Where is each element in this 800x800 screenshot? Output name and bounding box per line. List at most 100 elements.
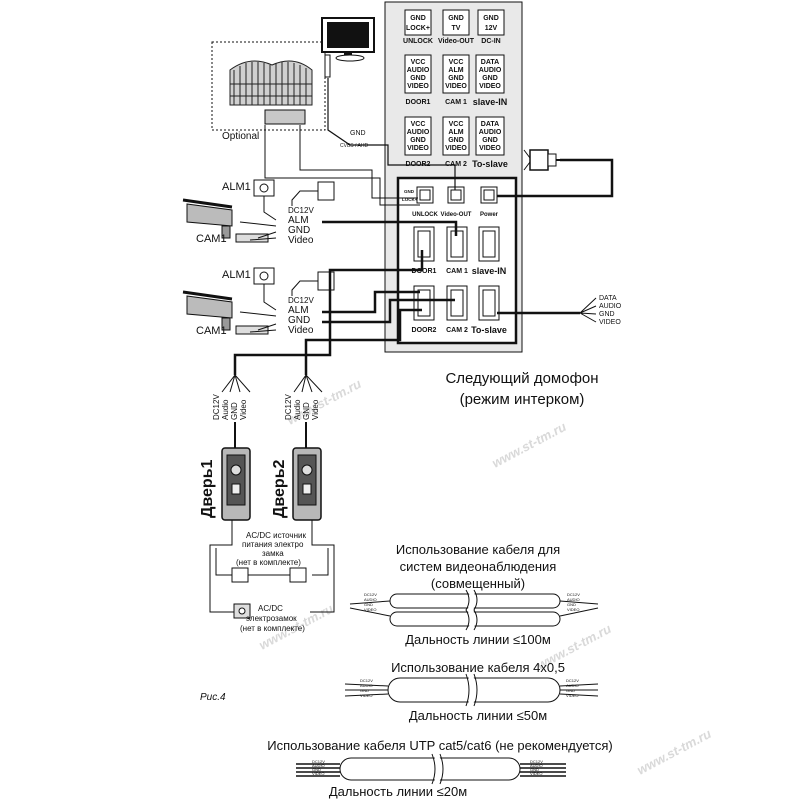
power-source-l1: AC/DC источник [246,531,306,540]
cable-1-title-l1: Использование кабеля для [396,542,560,557]
r3-toslave-l2: AUDIO [479,129,502,136]
r2-door1-l1: VCC [411,59,426,66]
door-1-wire-gnd: GND [230,402,239,420]
term-unlock-l1: GND [410,15,426,22]
cable-1-rpin-3: GND [567,602,576,607]
camera-1-wire-gnd: GND [288,225,310,236]
optional-gate-group: Optional GND CVBS / AHD [211,17,375,149]
r2-slave-l4: VIDEO [479,83,501,90]
cable-1-lpin-1: DC12V [364,592,377,597]
r2-cam1-caption: CAM 1 [445,99,467,106]
cp-lock-pin: LOCK+ [402,197,418,202]
cp-toslave-caption: To-slave [471,325,507,335]
cp-gnd-pin: GND [404,189,415,194]
lock-l3: (нет в комплекте) [240,624,305,633]
r3-cam2-l4: VIDEO [445,145,467,152]
door-1-wire-video: Video [239,399,248,420]
power-source-l3: замка [262,549,284,558]
r3-door2-l4: VIDEO [407,145,429,152]
r2-slave-l1: DATA [481,59,499,66]
cable-3-lpin-2: AUDIO [312,763,325,768]
r2-cam1-l2: ALM [448,67,463,74]
camera-1: ALM1 CAM1 DC12V ALM GND Video [182,179,335,246]
cable-1-lpin-2: AUDIO [364,597,377,602]
optional-label: Optional [222,131,259,142]
lock-power-adapter-icon [231,567,307,583]
cp-door2-caption: DOOR2 [412,327,437,334]
door-1-wire-dc: DC12V [212,394,221,420]
cable-2-rpin-1: DC12V [566,678,579,683]
cp-videoout-caption: Video-OUT [441,212,472,218]
r3-cam2-l3: GND [448,137,464,144]
cable-3-rpin-3: GND [530,767,539,772]
top-wires [264,78,614,206]
r2-door1-caption: DOOR1 [406,99,431,106]
r2-cam1-l1: VCC [449,59,464,66]
camera-1-icon [182,198,269,243]
cable-2-range: Дальность линии ≤50м [409,708,547,723]
watermark-5: www.st-tm.ru [634,726,713,778]
power-adapter-icon-top [523,149,585,171]
power-source-l2: питания электро [242,540,304,549]
r2-cam1-l3: GND [448,75,464,82]
term-video-caption: Video-OUT [438,38,475,45]
camera-2-wire-gnd: GND [288,315,310,326]
term-unlock-caption: UNLOCK [403,38,433,45]
r3-door2-l2: AUDIO [407,129,430,136]
slave-out-data: DATA [599,295,617,302]
camera-2-wire-video: Video [288,325,314,336]
cable-2-rpin-4: VIDEO [566,693,578,698]
camera-1-adapter-icon [291,181,335,206]
r2-door1-l2: AUDIO [407,67,430,74]
camera-2-wire-dc: DC12V [288,296,314,305]
cable-type-1: Использование кабеля для систем видеонаб… [349,542,599,647]
lock-l2: электрозамок [246,614,297,623]
connector-panel-row2: DOOR1 CAM 1 slave-IN [412,226,506,276]
term-dc-caption: DC-IN [481,38,500,45]
r3-door2-l3: GND [410,137,426,144]
thick-cables [233,220,580,375]
cable-3-rpin-1: DC12V [530,759,543,764]
cable-2-rpin-2: AUDIO [566,683,579,688]
door-2-label: Дверь2 [271,459,288,518]
r2-slave-l3: GND [482,75,498,82]
cable-3-range: Дальность линии ≤20м [329,784,467,799]
cp-power-caption: Power [480,212,499,218]
term-dc-l2: 12V [485,25,498,32]
electric-lock-icon [233,603,251,619]
door-2-wire-audio: Audio [293,399,302,420]
slave-out-video: VIDEO [599,319,621,326]
cable-2-title: Использование кабеля 4х0,5 [391,660,565,675]
camera-2-name: CAM1 [196,325,227,337]
camera-2: ALM1 CAM1 DC12V ALM GND Video [182,267,335,337]
cable-2-lpin-2: AUDIO [360,683,373,688]
cp-unlock-caption: UNLOCK [412,212,438,218]
camera-1-alm-label: ALM1 [222,181,251,193]
term-video-l1: GND [448,15,464,22]
r3-toslave-l1: DATA [481,121,499,128]
term-video-l2: TV [452,25,461,32]
door-1-panel-icon [221,447,251,521]
cable-3-lpin-4: VIDEO [312,771,324,776]
r3-cam2-caption: CAM 2 [445,161,467,168]
next-intercom-subtitle: (режим интерком) [460,391,585,408]
cable-1-rpin-4: VIDEO [567,607,579,612]
cable-2-lpin-3: GND [360,688,369,693]
monitor-row2: VCC AUDIO GND VIDEO DOOR1 VCC ALM GND VI… [404,54,507,107]
r3-toslave-caption: To-slave [472,159,508,169]
camera-1-wire-alm: ALM [288,215,309,226]
monitor-row3: VCC AUDIO GND VIDEO DOOR2 VCC ALM GND VI… [404,116,508,169]
r3-toslave-l4: VIDEO [479,145,501,152]
r2-door1-l3: GND [410,75,426,82]
cable-type-3: Использование кабеля UTP cat5/cat6 (не р… [267,738,612,799]
camera-2-adapter-icon [291,271,335,296]
gnd-label: GND [350,130,366,137]
cable-1-rpin-2: AUDIO [567,597,580,602]
term-unlock-l2: LOCK+ [406,25,430,32]
cable-1-title-l2: систем видеонаблюдения [400,559,557,574]
r3-door2-l1: VCC [411,121,426,128]
camera-2-alm-label: ALM1 [222,269,251,281]
cable-2-rpin-3: GND [566,688,575,693]
gate-icon [229,60,313,106]
